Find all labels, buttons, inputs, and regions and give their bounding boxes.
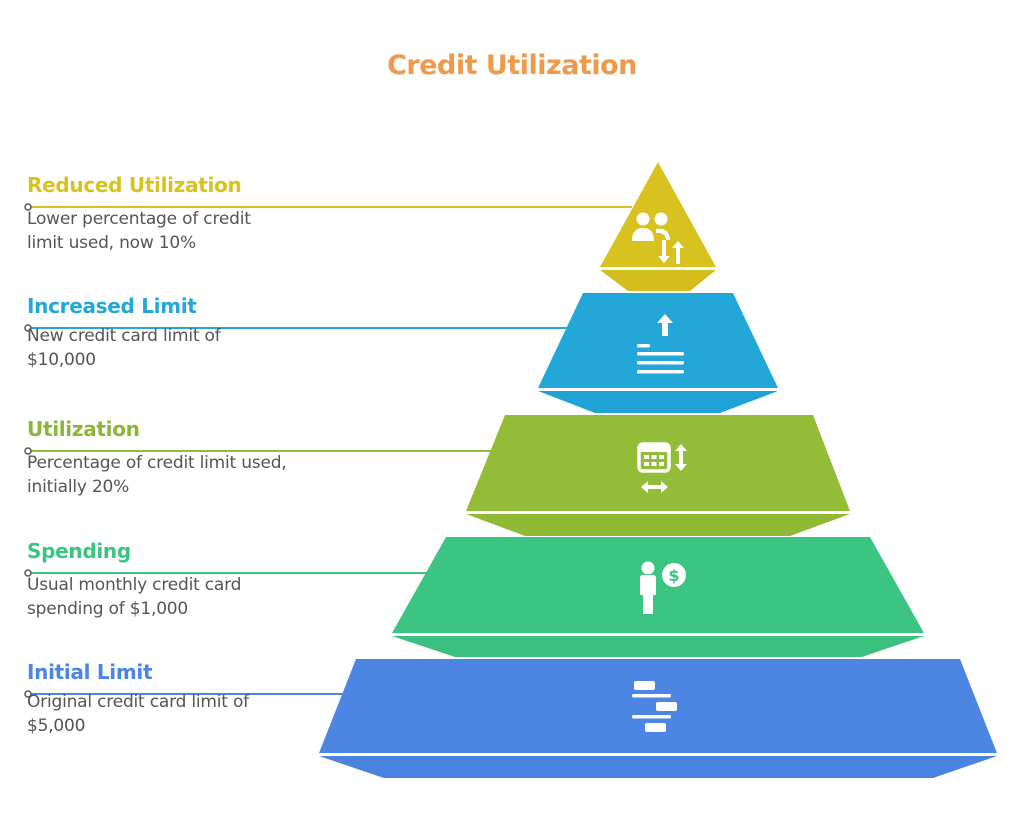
tier-spending: $ [392, 537, 924, 657]
tier-label-spending: Spending Usual monthly credit card spend… [27, 539, 287, 621]
tier-label-increased-limit: Increased Limit New credit card limit of… [27, 294, 287, 372]
table-resize-icon [637, 442, 687, 493]
tier-heading: Initial Limit [27, 660, 153, 684]
tier-description: Percentage of credit limit used, initial… [27, 453, 287, 497]
tier-utilization [466, 415, 850, 536]
tier-description: Usual monthly credit card spending of $1… [27, 575, 242, 619]
tier-description: New credit card limit of $10,000 [27, 326, 221, 370]
align-center-blocks-icon [632, 681, 677, 732]
users-exchange-icon [632, 212, 684, 264]
connector-lines [24, 203, 632, 698]
tier-heading: Reduced Utilization [27, 173, 242, 197]
tier-heading: Spending [27, 539, 131, 563]
tier-description: Original credit card limit of $5,000 [27, 692, 249, 736]
person-dollar-icon: $ [640, 561, 686, 614]
tier-heading: Utilization [27, 417, 140, 441]
tier-description: Lower percentage of credit limit used, n… [27, 209, 251, 253]
page-title: Credit Utilization [387, 50, 637, 81]
tier-label-initial-limit: Initial Limit Original credit card limit… [27, 660, 287, 738]
tier-label-utilization: Utilization Percentage of credit limit u… [27, 417, 287, 499]
tier-reduced-utilization [600, 162, 716, 291]
tier-heading: Increased Limit [27, 294, 197, 318]
svg-text:$: $ [668, 566, 679, 585]
tier-increased-limit [538, 293, 778, 413]
tier-initial-limit [319, 659, 997, 778]
tier-label-reduced-utilization: Reduced Utilization Lower percentage of … [27, 173, 287, 255]
list-increase-icon [637, 314, 684, 374]
